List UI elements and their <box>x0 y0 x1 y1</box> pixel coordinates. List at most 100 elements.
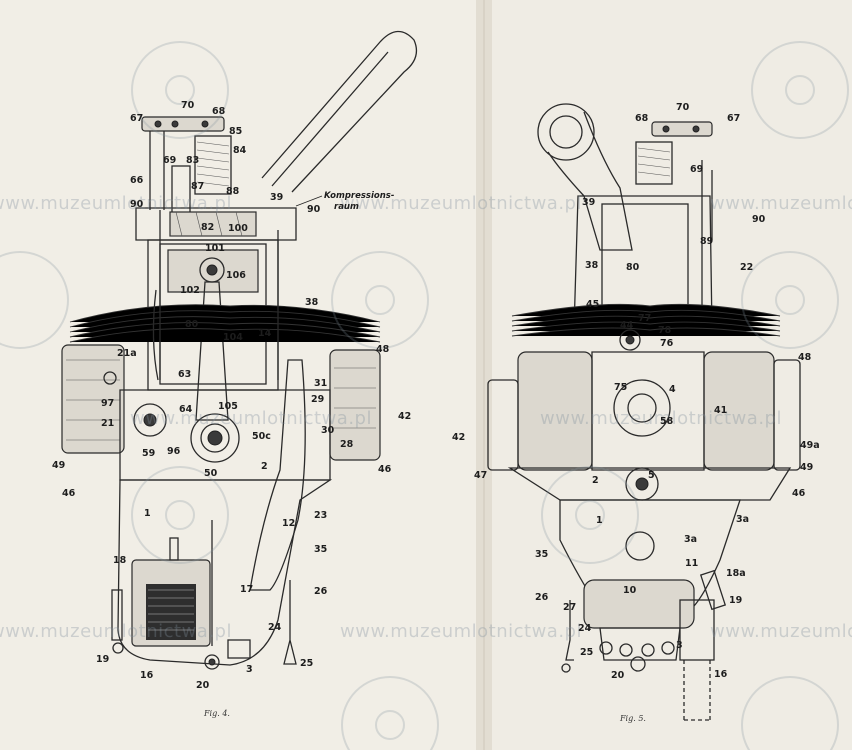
r-callout-68: 68 <box>635 113 649 124</box>
r-callout-3a: 3a <box>736 514 749 525</box>
r-callout-4: 4 <box>669 384 676 395</box>
r-callout-67: 67 <box>727 113 740 124</box>
left-side-housing-left <box>61 344 125 454</box>
left-engine-drawing <box>61 30 418 670</box>
annotation-kompressions: Kompressions- <box>324 191 395 201</box>
callout-49: 49 <box>52 460 65 471</box>
r-callout-49a: 49a <box>800 440 820 451</box>
callout-39: 39 <box>270 192 283 203</box>
r-callout-35: 35 <box>535 549 548 560</box>
watermark-seal-7 <box>541 466 639 564</box>
r-callout-18a: 18a <box>726 568 746 579</box>
callout-100: 100 <box>228 223 248 234</box>
watermark-text-8: www.muzeumlotnictwa.pl <box>710 621 852 642</box>
right-valve-spring <box>635 141 673 185</box>
left-combustion-chamber <box>169 211 257 237</box>
callout-87: 87 <box>191 181 204 192</box>
callout-26: 26 <box>314 586 328 597</box>
callout-67: 67 <box>130 113 143 124</box>
callout-83: 83 <box>186 155 199 166</box>
r-callout-3a-2: 3a <box>684 534 697 545</box>
left-sump <box>117 479 333 666</box>
r-callout-27: 27 <box>563 602 576 613</box>
left-callouts: 70 67 68 85 84 83 69 87 88 66 39 90 90 8… <box>52 100 411 718</box>
callout-23: 23 <box>314 510 327 521</box>
left-vertical-shaft <box>249 359 306 591</box>
watermark-text-1: www.muzeumlotnictwa.pl <box>0 193 232 214</box>
watermark: www.muzeumlotnictwa.pl www.muzeumlotnict… <box>0 41 852 750</box>
watermark-text-7: www.muzeumlotnictwa.pl <box>340 621 582 642</box>
callout-68: 68 <box>212 106 226 117</box>
callout-84: 84 <box>233 145 247 156</box>
watermark-text-6: www.muzeumlotnictwa.pl <box>0 621 232 642</box>
callout-3: 3 <box>246 664 253 675</box>
r-callout-24: 24 <box>578 623 592 634</box>
callout-19: 19 <box>96 654 109 665</box>
r-callout-44: 44 <box>620 320 634 331</box>
callout-90b: 90 <box>307 204 321 215</box>
callout-48: 48 <box>376 344 390 355</box>
r-callout-38: 38 <box>585 260 599 271</box>
callout-101: 101 <box>205 243 225 254</box>
left-crankshaft <box>190 413 240 463</box>
watermark-text-4: www.muzeumlotnictwa.pl <box>130 408 372 429</box>
r-callout-22: 22 <box>740 262 753 273</box>
r-callout-48: 48 <box>798 352 812 363</box>
callout-46b: 46 <box>62 488 76 499</box>
left-rocker-bracket <box>141 116 225 132</box>
caption-fig-4: Fig. 4. <box>203 709 230 718</box>
r-callout-16: 16 <box>714 669 728 680</box>
left-valve-spring <box>194 135 232 195</box>
callout-17: 17 <box>240 584 253 595</box>
r-callout-70: 70 <box>676 102 690 113</box>
r-callout-20: 20 <box>611 670 625 681</box>
left-side-housing-right <box>329 349 381 461</box>
callout-12: 12 <box>282 518 295 529</box>
watermark-seal-5 <box>741 251 839 349</box>
annotation-raum: raum <box>334 202 359 212</box>
left-exhaust-pipe-inner <box>271 51 389 187</box>
r-callout-3: 3 <box>676 640 683 651</box>
callout-66: 66 <box>130 175 144 186</box>
callout-82: 82 <box>201 222 214 233</box>
callout-96: 96 <box>167 446 181 457</box>
watermark-seal-2 <box>751 41 849 139</box>
right-exhaust-flange <box>537 103 595 161</box>
callout-30: 30 <box>321 425 335 436</box>
right-engine-drawing <box>487 103 801 721</box>
watermark-text-2: www.muzeumlotnictwa.pl <box>340 193 582 214</box>
watermark-text-3: www.muzeumlotnictwa.pl <box>710 193 852 214</box>
callout-2: 2 <box>261 461 268 472</box>
r-callout-39: 39 <box>582 197 595 208</box>
callout-21: 21 <box>101 418 114 429</box>
r-callout-10: 10 <box>623 585 637 596</box>
callout-106: 106 <box>226 270 246 281</box>
right-exhaust-elbow <box>547 111 633 251</box>
callout-104: 104 <box>223 332 243 343</box>
r-callout-47: 47 <box>474 470 487 481</box>
r-callout-89: 89 <box>700 236 713 247</box>
callout-50c: 50c <box>252 431 271 442</box>
callout-20: 20 <box>196 680 210 691</box>
r-callout-80: 80 <box>626 262 640 273</box>
right-cooling-fins <box>511 303 781 337</box>
callout-85: 85 <box>229 126 242 137</box>
r-callout-49: 49 <box>800 462 813 473</box>
right-filter-body <box>679 599 715 661</box>
callout-14: 14 <box>258 328 272 339</box>
right-rocker-bracket <box>651 121 713 137</box>
callout-16: 16 <box>140 670 154 681</box>
r-callout-78: 78 <box>658 325 672 336</box>
watermark-seal-9 <box>741 676 839 750</box>
callout-105: 105 <box>218 401 238 412</box>
callout-90a: 90 <box>130 199 144 210</box>
right-crankcase <box>591 351 705 471</box>
r-callout-90: 90 <box>752 214 766 225</box>
callout-1: 1 <box>144 508 151 519</box>
callout-102: 102 <box>180 285 200 296</box>
callout-35: 35 <box>314 544 327 555</box>
callout-80: 80 <box>185 319 199 330</box>
callout-25: 25 <box>300 658 313 669</box>
r-callout-5: 5 <box>648 470 655 481</box>
